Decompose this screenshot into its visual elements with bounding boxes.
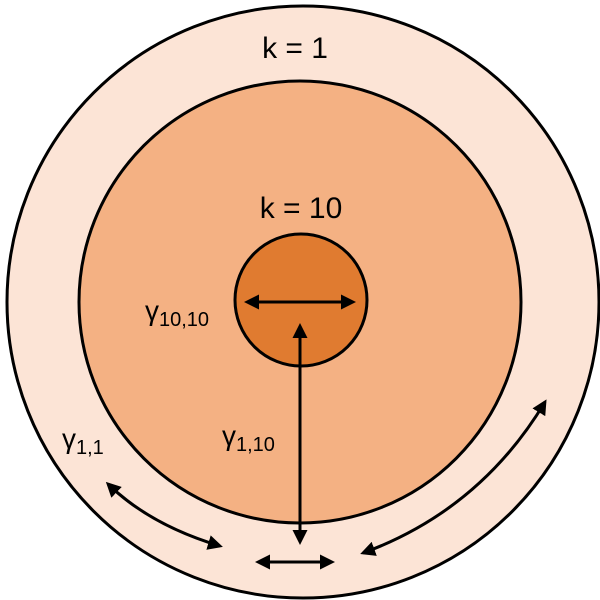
left-arc-arrow xyxy=(105,481,223,550)
gamma-1-10-label: γ1,10 xyxy=(222,420,275,456)
inner-k-label: k = 10 xyxy=(260,192,343,225)
outer-k-label: k = 1 xyxy=(262,32,328,65)
gamma-10-10-label: γ10,10 xyxy=(145,295,209,331)
right-arc-arrow xyxy=(360,399,547,556)
gamma-1-1-label: γ1,1 xyxy=(62,423,104,459)
